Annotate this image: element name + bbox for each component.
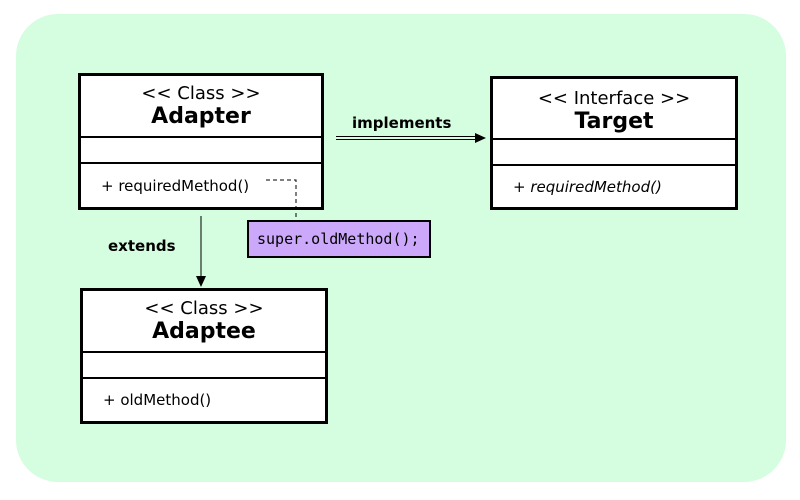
implements-arrow <box>336 133 486 143</box>
adaptee-methods-section: + oldMethod() <box>83 379 325 421</box>
adaptee-header: << Class >> Adaptee <box>83 291 325 353</box>
adapter-fields-section <box>81 138 321 164</box>
target-fields-section <box>493 140 735 166</box>
target-methods-section: + requiredMethod() <box>493 166 735 207</box>
adapter-name: Adapter <box>151 104 251 129</box>
extends-arrow <box>196 216 206 287</box>
target-header: << Interface >> Target <box>493 79 735 140</box>
adapter-class-box: << Class >> Adapter + requiredMethod() <box>78 73 324 210</box>
adaptee-name: Adaptee <box>152 319 256 344</box>
extends-label: extends <box>108 237 176 255</box>
adaptee-stereotype: << Class >> <box>144 298 264 319</box>
target-stereotype: << Interface >> <box>537 88 691 109</box>
implements-label: implements <box>352 114 452 132</box>
target-interface-box: << Interface >> Target + requiredMethod(… <box>490 76 738 210</box>
adapter-methods-section: + requiredMethod() <box>81 164 321 207</box>
adaptee-method: + oldMethod() <box>103 391 212 409</box>
adaptee-class-box: << Class >> Adaptee + oldMethod() <box>80 288 328 424</box>
note-connector <box>266 179 297 220</box>
adaptee-fields-section <box>83 353 325 379</box>
target-name: Target <box>574 109 654 134</box>
adapter-method: + requiredMethod() <box>101 176 250 195</box>
target-method: + requiredMethod() <box>513 177 662 196</box>
note-text: super.oldMethod(); <box>257 230 420 248</box>
adapter-stereotype: << Class >> <box>141 83 261 104</box>
note-box: super.oldMethod(); <box>247 220 431 258</box>
adapter-header: << Class >> Adapter <box>81 76 321 138</box>
